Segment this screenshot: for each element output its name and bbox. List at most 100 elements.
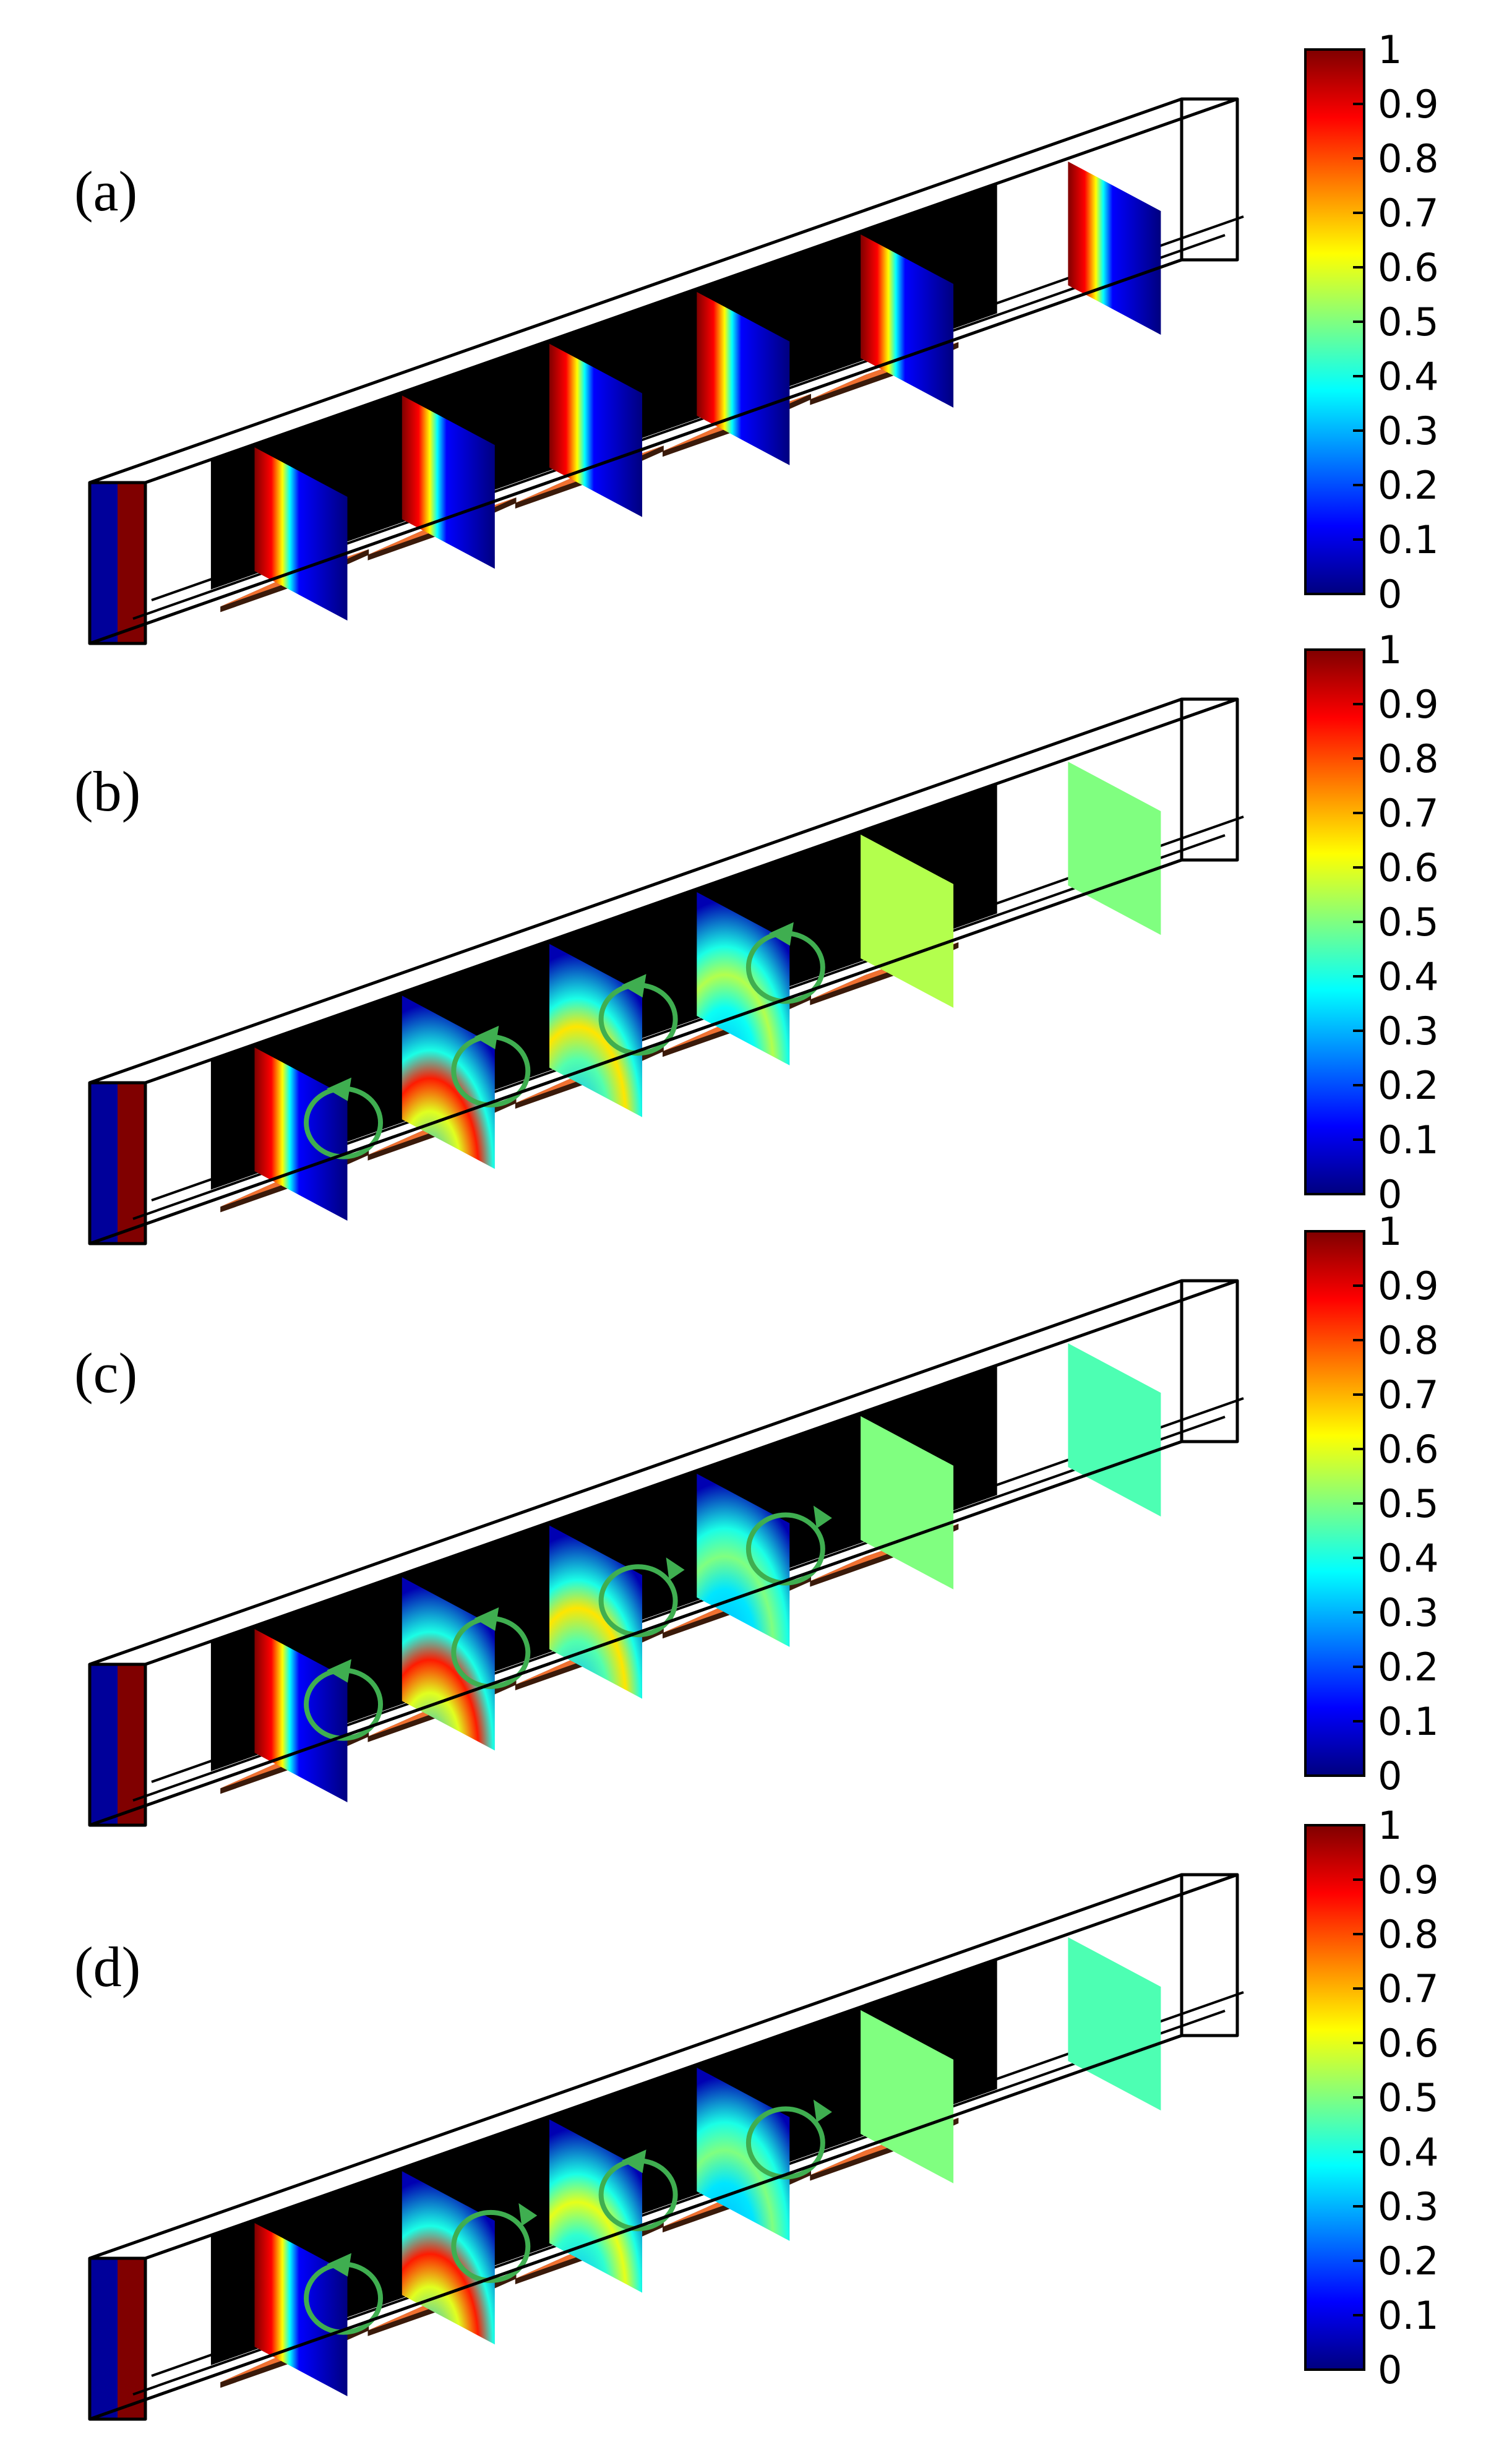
panel: (d)10.90.80.70.60.50.40.30.20.10 — [74, 1803, 1439, 2421]
colorbar-tick-label: 0 — [1378, 1172, 1402, 1217]
duct-right-outline — [1182, 1875, 1239, 2037]
duct-left-outline — [90, 2258, 147, 2421]
colorbar-tick-label: 0.7 — [1378, 1372, 1439, 1417]
vortex-ring — [598, 1564, 678, 1638]
temperature-slice — [1068, 161, 1161, 335]
duct-left-outline — [90, 483, 147, 645]
vortex-marker — [304, 2253, 384, 2335]
vortex-marker — [598, 2149, 678, 2232]
colorbar-tick-label: 0.7 — [1378, 791, 1439, 836]
vortex-marker — [598, 1557, 685, 1638]
colorbar-tick-label: 0.9 — [1378, 82, 1439, 127]
colorbar-tick-label: 0.6 — [1378, 2021, 1439, 2066]
colorbar-tick-label: 0.8 — [1378, 1912, 1439, 1957]
colorbar-tick-label: 0.6 — [1378, 845, 1439, 890]
vortex-arrow-icon — [474, 1025, 499, 1049]
colorbar-tick-label: 0.3 — [1378, 1008, 1439, 1054]
temperature-slice — [1068, 762, 1161, 935]
panel-label: (d) — [74, 1935, 140, 1998]
colorbar-tick-label: 0.1 — [1378, 517, 1439, 562]
vortex-arrow-icon — [768, 922, 794, 946]
vortex-ring — [745, 1512, 825, 1586]
colorbar-tick-label: 0.3 — [1378, 408, 1439, 454]
colorbar-tick-label: 0.4 — [1378, 1536, 1439, 1581]
slice-face — [1068, 1343, 1161, 1517]
colorbar-tick-label: 0 — [1378, 572, 1402, 617]
colorbar-tick-label: 0.2 — [1378, 463, 1439, 508]
inlet-hot-face — [118, 2258, 145, 2419]
inlet-hot-face — [118, 483, 145, 643]
colorbar-tick-label: 0.9 — [1378, 1857, 1439, 1903]
duct-left-outline — [90, 1664, 147, 1827]
colorbar-tick-label: 0.2 — [1378, 1063, 1439, 1108]
vortex-arrow-icon — [327, 2253, 351, 2277]
vortex-marker — [304, 1077, 384, 1159]
duct-right-outline — [1182, 99, 1239, 262]
colorbar-tick-label: 0.1 — [1378, 1699, 1439, 1744]
inlet-cold-face — [90, 1083, 118, 1244]
inlet-cold-face — [90, 1664, 118, 1825]
slice-face — [1068, 1937, 1161, 2111]
colorbar: 10.90.80.70.60.50.40.30.20.10 — [1304, 27, 1439, 617]
vortex-arrow-icon — [813, 2099, 832, 2123]
colorbar-tick-label: 0.5 — [1378, 1481, 1439, 1526]
duct-right-outline — [1182, 1281, 1239, 1443]
colorbar-tick-label: 0.3 — [1378, 2184, 1439, 2229]
colorbar-tick-label: 0.4 — [1378, 2130, 1439, 2175]
slice-face — [1068, 161, 1161, 335]
panel: (c)10.90.80.70.60.50.40.30.20.10 — [74, 1209, 1439, 1827]
vortex-arrow-icon — [621, 2149, 646, 2174]
colorbar-tick-label: 0.7 — [1378, 191, 1439, 236]
colorbar-tick-label: 0.8 — [1378, 136, 1439, 181]
duct-front-outline — [88, 99, 1183, 645]
colorbar-tick-label: 0.8 — [1378, 1318, 1439, 1363]
inlet-hot-face — [118, 1083, 145, 1244]
vortex-marker — [598, 974, 678, 1056]
vortex-arrow-icon — [813, 1505, 832, 1529]
slice-face — [1068, 762, 1161, 935]
colorbar: 10.90.80.70.60.50.40.30.20.10 — [1304, 627, 1439, 1217]
inlet-cold-face — [90, 2258, 118, 2419]
vortex-marker — [745, 1505, 832, 1586]
duct-right-outline — [1182, 699, 1239, 862]
colorbar-tick-label: 0.9 — [1378, 1263, 1439, 1309]
colorbar-tick-label: 1 — [1378, 627, 1402, 673]
panels-layer: (a) 1 0.9 0.8 0.7 0.6 0.5 0.4 0.3 0.2 0.1 0 (b) 1 0.9 0… — [74, 27, 1439, 2421]
vortex-marker — [745, 922, 825, 1004]
panel: (a)10.90.80.70.60.50.40.30.20.10 — [74, 27, 1439, 645]
vortex-ring — [451, 2209, 531, 2283]
colorbar-tick-label: 0.5 — [1378, 299, 1439, 345]
colorbar-tick-label: 0.4 — [1378, 354, 1439, 399]
vortex-arrow-icon — [474, 1607, 499, 1631]
colorbar-tick-label: 0.1 — [1378, 2293, 1439, 2338]
vortex-arrow-icon — [621, 974, 646, 998]
colorbar-tick-label: 0.5 — [1378, 900, 1439, 945]
vortex-arrow-icon — [518, 2203, 538, 2226]
colorbar-tick-label: 0 — [1378, 2347, 1402, 2393]
duct-left-outline — [90, 1083, 147, 1245]
inlet-hot-face — [118, 1664, 145, 1825]
colorbar-tick-label: 1 — [1378, 1209, 1402, 1254]
panel-label: (a) — [74, 160, 137, 223]
vortex-arrow-icon — [327, 1077, 351, 1101]
vortex-ring — [745, 2106, 825, 2180]
colorbar-tick-label: 0.8 — [1378, 736, 1439, 781]
colorbar-tick-label: 0.6 — [1378, 1427, 1439, 1472]
duct-front-outline — [88, 1281, 1183, 1827]
colorbar: 10.90.80.70.60.50.40.30.20.10 — [1304, 1803, 1439, 2393]
colorbar-tick-label: 0.2 — [1378, 1645, 1439, 1690]
colorbar-tick-label: 1 — [1378, 1803, 1402, 1848]
colorbar-tick-label: 0.4 — [1378, 954, 1439, 999]
vortex-marker — [451, 1607, 531, 1689]
vortex-marker — [451, 2203, 538, 2283]
panel: (b)10.90.80.70.60.50.40.30.20.10 — [74, 627, 1439, 1245]
duct-front-outline — [88, 699, 1183, 1245]
panel-label: (b) — [74, 760, 140, 823]
duct-front-outline — [88, 1875, 1183, 2421]
vortex-arrow-icon — [666, 1557, 685, 1581]
vortex-arrow-icon — [327, 1659, 351, 1683]
colorbar-tick-label: 1 — [1378, 27, 1402, 72]
vortex-marker — [451, 1025, 531, 1107]
colorbar-tick-label: 0.5 — [1378, 2075, 1439, 2120]
